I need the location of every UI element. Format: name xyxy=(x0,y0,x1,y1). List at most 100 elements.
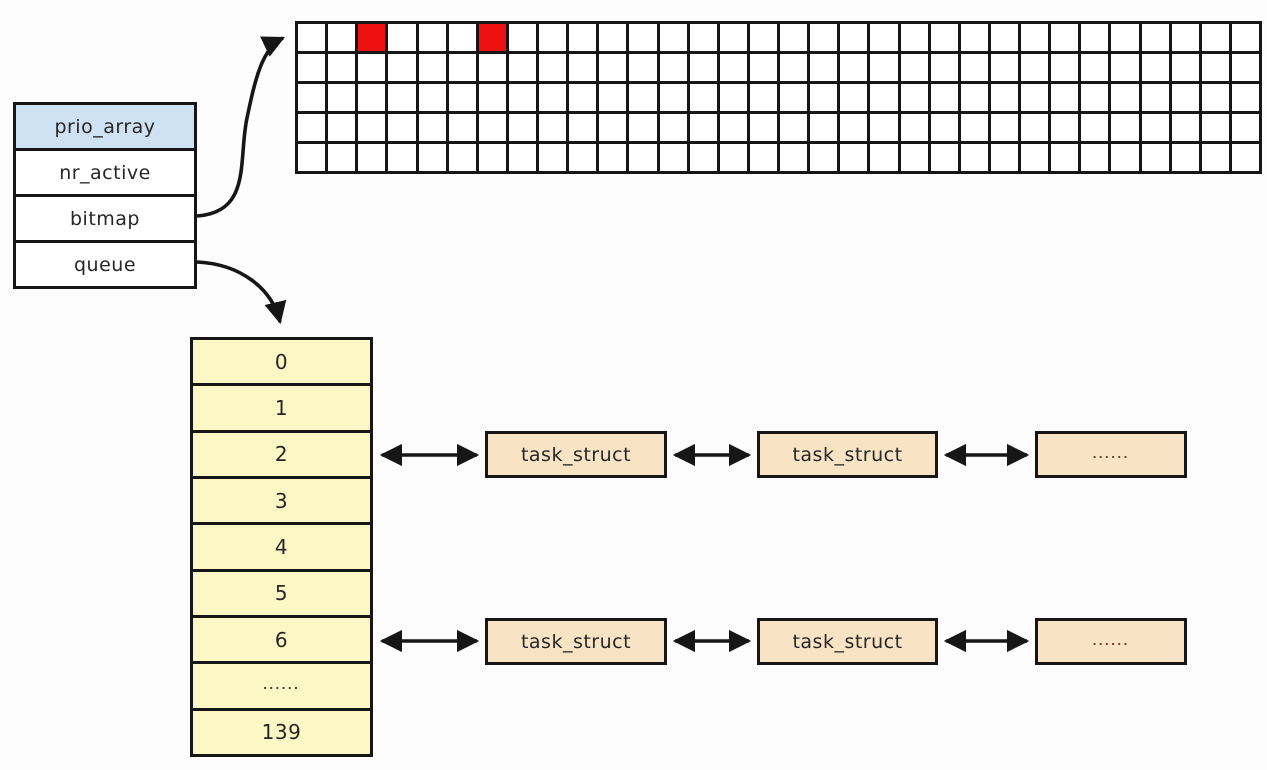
bitmap-cell xyxy=(448,54,476,81)
bitmap-cell xyxy=(298,114,326,141)
bitmap-cell xyxy=(1171,144,1199,171)
bitmap-cell xyxy=(1141,144,1169,171)
bitmap-cell xyxy=(1051,24,1079,51)
bitmap-cell xyxy=(930,24,958,51)
bitmap-cell xyxy=(599,84,627,111)
bitmap-cell xyxy=(1171,24,1199,51)
bitmap-cell xyxy=(328,144,356,171)
bitmap-cell xyxy=(990,84,1018,111)
bitmap-cell xyxy=(960,54,988,81)
bitmap-pointer-arrow xyxy=(196,36,286,218)
bitmap-cell xyxy=(900,24,928,51)
bitmap-cell xyxy=(810,24,838,51)
bitmap-cell xyxy=(930,144,958,171)
bitmap-cell xyxy=(689,84,717,111)
bitmap-cell xyxy=(1141,54,1169,81)
task-struct-node: task_struct xyxy=(485,431,667,478)
bitmap-cell xyxy=(629,84,657,111)
bitmap-cell xyxy=(388,144,416,171)
bitmap-cell xyxy=(1201,114,1229,141)
bitmap-cell xyxy=(448,84,476,111)
bitmap-cell xyxy=(478,84,506,111)
bitmap-cell xyxy=(388,114,416,141)
queue-cell-1: 1 xyxy=(193,386,370,430)
bitmap-cell xyxy=(629,54,657,81)
bitmap-cell xyxy=(599,24,627,51)
bitmap-cell xyxy=(599,54,627,81)
bitmap-cell xyxy=(418,144,446,171)
bitmap-cell xyxy=(900,144,928,171)
bitmap-cell xyxy=(328,54,356,81)
queue-cell-3: 3 xyxy=(193,478,370,523)
bitmap-cell xyxy=(448,114,476,141)
bitmap-cell xyxy=(659,24,687,51)
bitmap-cell xyxy=(1111,144,1139,171)
bitmap-cell xyxy=(539,114,567,141)
queue-pointer-arrow xyxy=(196,260,287,325)
bitmap-cell xyxy=(1231,144,1259,171)
bitmap-cell xyxy=(870,24,898,51)
bitmap-cell xyxy=(388,84,416,111)
bitmap-cell xyxy=(1111,24,1139,51)
ellipsis-node: ...... xyxy=(1035,431,1187,478)
bitmap-cell xyxy=(930,114,958,141)
bitmap-cell xyxy=(659,84,687,111)
bitmap-cell xyxy=(960,144,988,171)
bitmap-cell xyxy=(1051,114,1079,141)
bitmap-cell xyxy=(508,114,536,141)
bitmap-cell xyxy=(780,144,808,171)
struct-field-nr_active: nr_active xyxy=(16,148,194,194)
bitmap-cell xyxy=(358,144,386,171)
bitmap-cell xyxy=(629,144,657,171)
bitmap-cell xyxy=(780,84,808,111)
bitmap-cell xyxy=(328,24,356,51)
bitmap-cell xyxy=(840,84,868,111)
bitmap-cell xyxy=(960,84,988,111)
bitmap-cell xyxy=(298,54,326,81)
bitmap-cell-active xyxy=(358,24,386,51)
bitmap-cell xyxy=(1021,144,1049,171)
queue-cell-4: 4 xyxy=(193,525,370,569)
queue-cell-0: 0 xyxy=(193,340,370,384)
bitmap-cell xyxy=(1111,114,1139,141)
bitmap-cell xyxy=(478,114,506,141)
bitmap-cell xyxy=(990,24,1018,51)
bitmap-cell xyxy=(569,84,597,111)
bitmap-cell xyxy=(840,24,868,51)
bitmap-cell xyxy=(990,114,1018,141)
bitmap-cell xyxy=(960,24,988,51)
bitmap-cell xyxy=(749,24,777,51)
queue-cell-......: ...... xyxy=(193,664,370,708)
queue-cell-139: 139 xyxy=(193,710,370,754)
bitmap-cell xyxy=(328,84,356,111)
bitmap-cell xyxy=(1051,54,1079,81)
bitmap-cell xyxy=(1081,114,1109,141)
bitmap-cell xyxy=(810,84,838,111)
bitmap-cell xyxy=(810,144,838,171)
bitmap-cell xyxy=(1111,54,1139,81)
bitmap-cell xyxy=(358,84,386,111)
bitmap-cell xyxy=(448,144,476,171)
bitmap-cell xyxy=(539,144,567,171)
bitmap-cell xyxy=(900,84,928,111)
bitmap-cell xyxy=(1141,84,1169,111)
bitmap-cell xyxy=(780,114,808,141)
bitmap-cell xyxy=(388,54,416,81)
bitmap-cell xyxy=(749,84,777,111)
bitmap-cell xyxy=(930,54,958,81)
bitmap-cell xyxy=(1141,114,1169,141)
bitmap-cell xyxy=(780,54,808,81)
struct-field-bitmap: bitmap xyxy=(16,194,194,240)
bitmap-cell xyxy=(1021,54,1049,81)
bitmap-cell xyxy=(1081,144,1109,171)
bitmap-cell xyxy=(1201,24,1229,51)
bitmap-cell xyxy=(478,144,506,171)
bitmap-cell xyxy=(1171,54,1199,81)
bitmap-cell xyxy=(1201,84,1229,111)
bitmap-cell xyxy=(900,54,928,81)
bitmap-cell xyxy=(569,114,597,141)
bitmap-cell xyxy=(569,24,597,51)
bitmap-cell xyxy=(298,24,326,51)
